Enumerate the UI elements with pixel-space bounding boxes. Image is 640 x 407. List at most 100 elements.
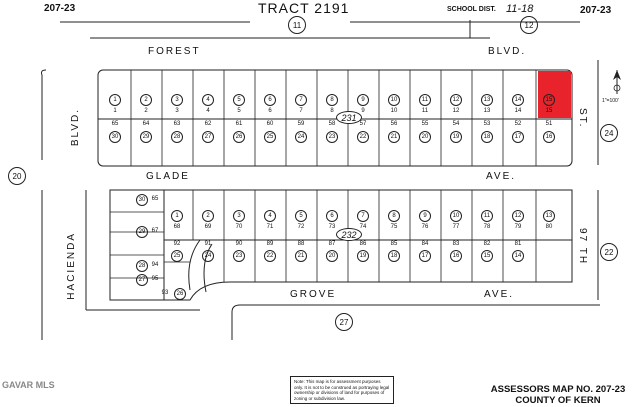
- block-231-bottom-parcel-21[interactable]: 21: [388, 131, 400, 143]
- block-231-top-parcel-5[interactable]: 5: [233, 94, 245, 106]
- left-road-top: [41, 69, 47, 76]
- block-231-bottom-parcel-20[interactable]: 20: [419, 131, 431, 143]
- block-231-bottom-parcel-28[interactable]: 28: [171, 131, 183, 143]
- street-hacienda-blvd: BLVD.: [70, 108, 81, 147]
- block-231-bottom-lot-58: 58: [328, 121, 336, 127]
- block-231-top-parcel-8[interactable]: 8: [326, 94, 338, 106]
- block-231-bottom-lot-63: 63: [173, 121, 181, 127]
- block-232-bottom-lot-84: 84: [421, 241, 429, 247]
- block-232-bottom-lot-82: 82: [483, 241, 491, 247]
- street-glade-ave: AVE.: [486, 171, 517, 182]
- block-231-top-parcel-10[interactable]: 10: [388, 94, 400, 106]
- block-231-bottom-parcel-23[interactable]: 23: [326, 131, 338, 143]
- street-hacienda: HACIENDA: [66, 232, 77, 300]
- block-231-top-parcel-1[interactable]: 1: [109, 94, 121, 106]
- block-232-bottom-parcel-18[interactable]: 18: [388, 250, 400, 262]
- block-231-bottom-parcel-16[interactable]: 16: [543, 131, 555, 143]
- block-232-bottom-parcel-24[interactable]: 24: [202, 250, 214, 262]
- block-231-bottom-parcel-19[interactable]: 19: [450, 131, 462, 143]
- block-231-top-lot-5: 5: [237, 108, 241, 114]
- lot-lines-232: [110, 190, 537, 282]
- block-232-top-lot-76: 76: [421, 224, 429, 230]
- block-232-top-parcel-7[interactable]: 7: [357, 210, 369, 222]
- block-232-top-lot-71: 71: [266, 224, 274, 230]
- block-232-bottom-parcel-22[interactable]: 22: [264, 250, 276, 262]
- block-231-top-parcel-9[interactable]: 9: [357, 94, 369, 106]
- block-231-top-parcel-15[interactable]: 15: [543, 94, 555, 106]
- adjacent-page-22[interactable]: 22: [600, 243, 618, 261]
- block-231-top-parcel-6[interactable]: 6: [264, 94, 276, 106]
- block-231-bottom-lot-54: 54: [452, 121, 460, 127]
- block-232-bottom-lot-81: 81: [514, 241, 522, 247]
- block-232-top-parcel-12[interactable]: 12: [512, 210, 524, 222]
- block-231-bottom-parcel-22[interactable]: 22: [357, 131, 369, 143]
- block-232-left-parcel-26[interactable]: 26: [174, 288, 186, 300]
- map-ref-right: 207-23: [580, 5, 612, 16]
- block-232-bottom-parcel-17[interactable]: 17: [419, 250, 431, 262]
- block-231-top-parcel-11[interactable]: 11: [419, 94, 431, 106]
- block-231-label[interactable]: 231: [336, 111, 362, 124]
- block-232-left-parcel-28[interactable]: 28: [136, 260, 148, 272]
- block-232-bottom-parcel-15[interactable]: 15: [481, 250, 493, 262]
- block-232-top-parcel-3[interactable]: 3: [233, 210, 245, 222]
- street-st: ST.: [577, 108, 588, 129]
- block-232-bottom-parcel-20[interactable]: 20: [326, 250, 338, 262]
- block-232-top-parcel-9[interactable]: 9: [419, 210, 431, 222]
- block-231-top-parcel-7[interactable]: 7: [295, 94, 307, 106]
- block-232-bottom-parcel-19[interactable]: 19: [357, 250, 369, 262]
- block-231-top-lot-13: 13: [483, 108, 491, 114]
- block-231-bottom-parcel-29[interactable]: 29: [140, 131, 152, 143]
- block-232-top-lot-69: 69: [204, 224, 212, 230]
- block-231-top-lot-14: 14: [514, 108, 522, 114]
- block-231-top-parcel-3[interactable]: 3: [171, 94, 183, 106]
- block-232-left-lot-95: 95: [151, 276, 159, 282]
- block-232-left-parcel-30[interactable]: 30: [136, 194, 148, 206]
- block-231-bottom-lot-52: 52: [514, 121, 522, 127]
- school-dist-label: SCHOOL DIST.: [447, 6, 496, 13]
- block-231-bottom-parcel-24[interactable]: 24: [295, 131, 307, 143]
- top-page-ref-11[interactable]: 11: [288, 16, 306, 34]
- block-231-outline: [97, 69, 573, 167]
- adjacent-page-24[interactable]: 24: [600, 124, 618, 142]
- block-231-top-lot-12: 12: [452, 108, 460, 114]
- top-page-ref-12[interactable]: 12: [520, 16, 538, 34]
- block-232-bottom-lot-89: 89: [266, 241, 274, 247]
- block-231-top-parcel-13[interactable]: 13: [481, 94, 493, 106]
- block-232-bottom-parcel-21[interactable]: 21: [295, 250, 307, 262]
- adjacent-page-27[interactable]: 27: [335, 313, 353, 331]
- block-232-left-parcel-27[interactable]: 27: [136, 274, 148, 286]
- block-232-top-parcel-4[interactable]: 4: [264, 210, 276, 222]
- block-231-bottom-parcel-26[interactable]: 26: [233, 131, 245, 143]
- block-231-bottom-parcel-17[interactable]: 17: [512, 131, 524, 143]
- block-232-left-parcel-29[interactable]: 29: [136, 226, 148, 238]
- block-231-bottom-parcel-18[interactable]: 18: [481, 131, 493, 143]
- block-231-top-parcel-14[interactable]: 14: [512, 94, 524, 106]
- highlighted-parcel[interactable]: [538, 71, 571, 118]
- block-231-top-lot-4: 4: [206, 108, 210, 114]
- block-232-label[interactable]: 232: [336, 228, 362, 241]
- block-231-top-parcel-4[interactable]: 4: [202, 94, 214, 106]
- block-231-top-parcel-2[interactable]: 2: [140, 94, 152, 106]
- block-231-bottom-parcel-25[interactable]: 25: [264, 131, 276, 143]
- block-232-top-parcel-5[interactable]: 5: [295, 210, 307, 222]
- block-232-bottom-parcel-14[interactable]: 14: [512, 250, 524, 262]
- curve-2: [203, 243, 213, 293]
- block-232-bottom-parcel-25[interactable]: 25: [171, 250, 183, 262]
- block-232-top-parcel-1[interactable]: 1: [171, 210, 183, 222]
- block-231-bottom-lot-56: 56: [390, 121, 398, 127]
- block-232-top-parcel-2[interactable]: 2: [202, 210, 214, 222]
- block-232-top-lot-73: 73: [328, 224, 336, 230]
- block-232-bottom-parcel-16[interactable]: 16: [450, 250, 462, 262]
- block-232-top-parcel-6[interactable]: 6: [326, 210, 338, 222]
- block-232-top-parcel-11[interactable]: 11: [481, 210, 493, 222]
- block-231-bottom-lot-62: 62: [204, 121, 212, 127]
- block-232-top-parcel-10[interactable]: 10: [450, 210, 462, 222]
- block-231-bottom-parcel-30[interactable]: 30: [109, 131, 121, 143]
- block-231-bottom-parcel-27[interactable]: 27: [202, 131, 214, 143]
- block-232-top-parcel-13[interactable]: 13: [543, 210, 555, 222]
- block-232-top-parcel-8[interactable]: 8: [388, 210, 400, 222]
- block-232-bottom-parcel-23[interactable]: 23: [233, 250, 245, 262]
- adjacent-page-20[interactable]: 20: [8, 167, 26, 185]
- block-231-top-parcel-12[interactable]: 12: [450, 94, 462, 106]
- block-232-top-lot-70: 70: [235, 224, 243, 230]
